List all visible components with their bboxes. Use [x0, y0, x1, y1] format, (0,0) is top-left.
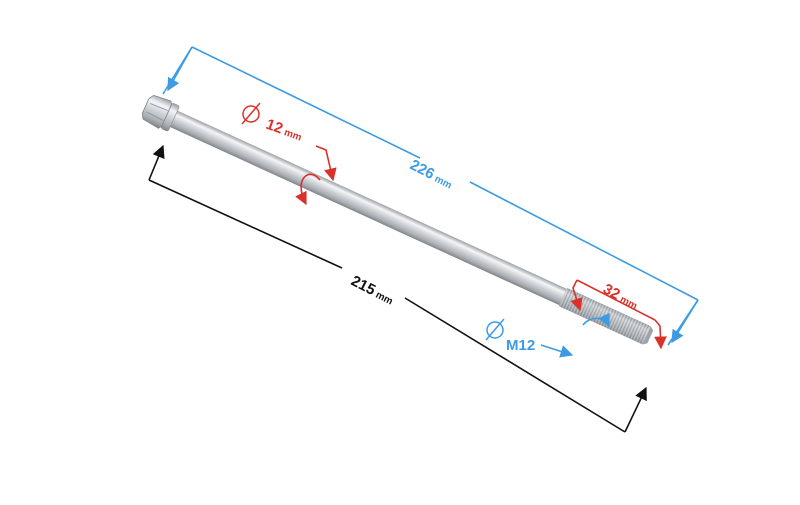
axle-hex-head: [141, 94, 172, 129]
dimension-thread-length: 32mm: [570, 279, 667, 350]
dimension-line-overall-a: [191, 46, 421, 159]
dimension-diameter: 12mm: [241, 102, 337, 206]
diameter-icon: [241, 102, 261, 125]
axle-bolt: [141, 94, 654, 345]
dimension-line-overall-b: [469, 181, 699, 301]
axle-shaft: [168, 109, 567, 306]
label-shaft-length: 215mm: [348, 272, 397, 308]
label-overall-length: 226mm: [407, 156, 456, 192]
label-diameter: 12mm: [264, 116, 305, 145]
diameter-icon: [485, 318, 505, 341]
label-thread-size: M12: [506, 337, 535, 354]
dimension-shaft: 215mm: [148, 144, 647, 433]
dimension-thread-size: M12: [485, 312, 610, 358]
dimension-line-shaft-a: [148, 179, 343, 269]
dimension-line-shaft-b: [404, 297, 626, 433]
dimension-overall: 226mm: [162, 46, 699, 346]
label-thread-length: 32mm: [600, 281, 641, 314]
